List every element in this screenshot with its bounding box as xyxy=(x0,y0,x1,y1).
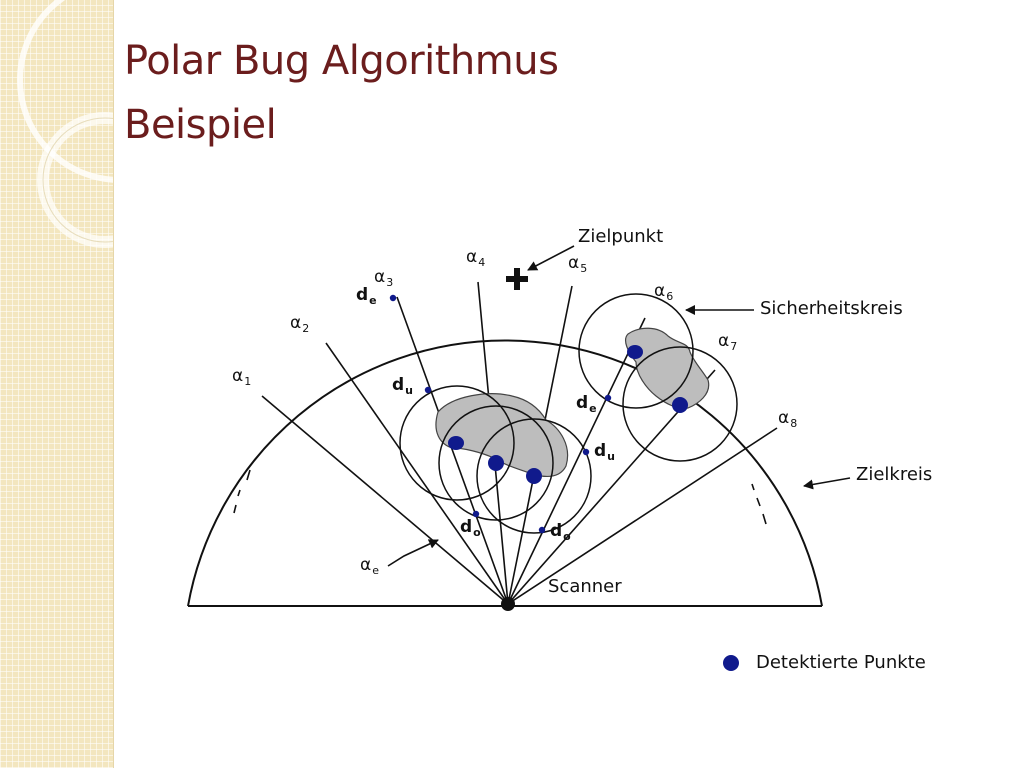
legend-label: Detektierte Punkte xyxy=(756,652,926,673)
safety-circle xyxy=(399,385,515,501)
angle-labels: α1 α2 α3 α4 α5 α6 α7 α8 αe xyxy=(232,247,797,577)
marker-de-left xyxy=(389,294,397,302)
alpha-label-1: α1 xyxy=(232,366,251,388)
ray-alpha-8 xyxy=(507,427,778,605)
marker-do-right xyxy=(538,526,546,534)
ray-alpha-1 xyxy=(261,395,509,605)
detected-point xyxy=(526,468,542,484)
arrow-zielpunkt xyxy=(527,245,575,271)
marker-do-left xyxy=(472,510,480,518)
alpha-label-e: αe xyxy=(360,555,379,577)
slide-subtitle: Beispiel xyxy=(124,102,277,148)
ray-alpha-3 xyxy=(396,296,509,605)
pointer-arrows xyxy=(387,245,851,567)
ray-alpha-2 xyxy=(325,342,509,605)
label-do-left: do xyxy=(460,517,481,539)
marker-du-left xyxy=(424,386,432,394)
label-zielkreis: Zielkreis xyxy=(856,464,932,485)
detected-point xyxy=(672,397,688,413)
label-sicherheitskreis: Sicherheitskreis xyxy=(760,298,903,319)
alpha-label-3: α3 xyxy=(374,267,393,289)
detected-point xyxy=(448,436,464,450)
dash-mark xyxy=(233,504,237,514)
legend: Detektierte Punkte xyxy=(723,652,926,673)
safety-circles xyxy=(399,293,738,534)
label-do-right: do xyxy=(550,521,571,543)
decorative-sidebar xyxy=(0,0,114,768)
distance-markers xyxy=(389,294,612,534)
label-de-right: de xyxy=(576,393,597,415)
detected-points xyxy=(448,345,688,484)
detected-point xyxy=(488,455,504,471)
alpha-label-5: α5 xyxy=(568,253,587,275)
label-zielpunkt: Zielpunkt xyxy=(578,226,663,247)
arrow-zielkreis xyxy=(803,477,851,490)
legend-point-icon xyxy=(723,655,739,671)
dash-mark xyxy=(237,489,241,497)
scanner-point xyxy=(501,597,515,611)
dash-mark xyxy=(751,483,755,491)
target-point-icon xyxy=(506,268,528,290)
alpha-label-8: α8 xyxy=(778,408,797,430)
decorative-circles xyxy=(17,0,113,248)
detected-point xyxy=(627,345,643,359)
dashed-marks xyxy=(233,469,767,525)
alpha-label-7: α7 xyxy=(718,331,737,353)
distance-labels: de du de du do do xyxy=(356,285,615,543)
marker-du-right xyxy=(582,448,590,456)
slide-title: Polar Bug Algorithmus xyxy=(124,38,559,84)
safety-circle xyxy=(578,293,694,409)
safety-circle xyxy=(438,405,554,521)
alpha-label-4: α4 xyxy=(466,247,485,269)
label-de-left: de xyxy=(356,285,377,307)
alpha-label-2: α2 xyxy=(290,313,309,335)
dash-mark xyxy=(246,469,251,481)
obstacle-right xyxy=(624,327,710,409)
ray-alpha-6 xyxy=(507,317,646,605)
safety-circle xyxy=(622,346,738,462)
label-du-right: du xyxy=(594,441,615,463)
dash-mark xyxy=(762,513,767,525)
label-du-left: du xyxy=(392,375,413,397)
alpha-label-6: α6 xyxy=(654,281,673,303)
target-circle xyxy=(187,339,823,607)
safety-circle xyxy=(476,418,592,534)
label-scanner: Scanner xyxy=(548,576,622,597)
arrow-alpha-e xyxy=(387,539,439,567)
marker-de-right xyxy=(604,394,612,402)
dash-mark xyxy=(756,497,761,507)
